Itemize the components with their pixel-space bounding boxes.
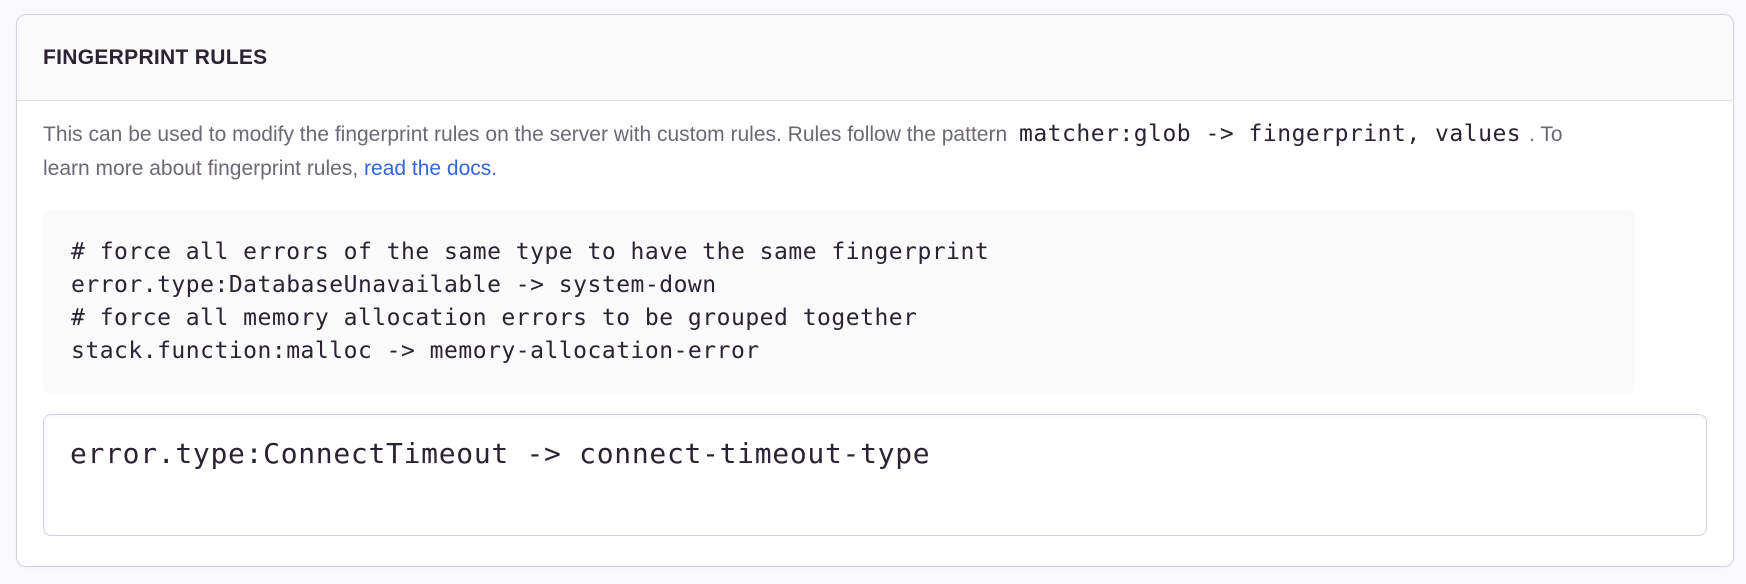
panel-body: This can be used to modify the fingerpri…: [17, 101, 1733, 566]
fingerprint-rules-panel: FINGERPRINT RULES This can be used to mo…: [16, 14, 1734, 567]
panel-title: FINGERPRINT RULES: [43, 45, 268, 69]
panel-header: FINGERPRINT RULES: [17, 15, 1733, 101]
help-text-before-code: This can be used to modify the fingerpri…: [43, 123, 1008, 146]
help-text: This can be used to modify the fingerpri…: [43, 117, 1598, 186]
read-the-docs-link[interactable]: read the docs: [364, 157, 492, 180]
help-text-after-link: .: [491, 157, 498, 180]
fingerprint-rules-input[interactable]: error.type:ConnectTimeout -> connect-tim…: [43, 414, 1707, 536]
help-text-after-code: . To learn more about fingerprint rules,: [43, 123, 1563, 180]
pattern-inline-code: matcher:glob -> fingerprint, values: [1018, 121, 1522, 147]
example-code-block: # force all errors of the same type to h…: [43, 210, 1635, 394]
